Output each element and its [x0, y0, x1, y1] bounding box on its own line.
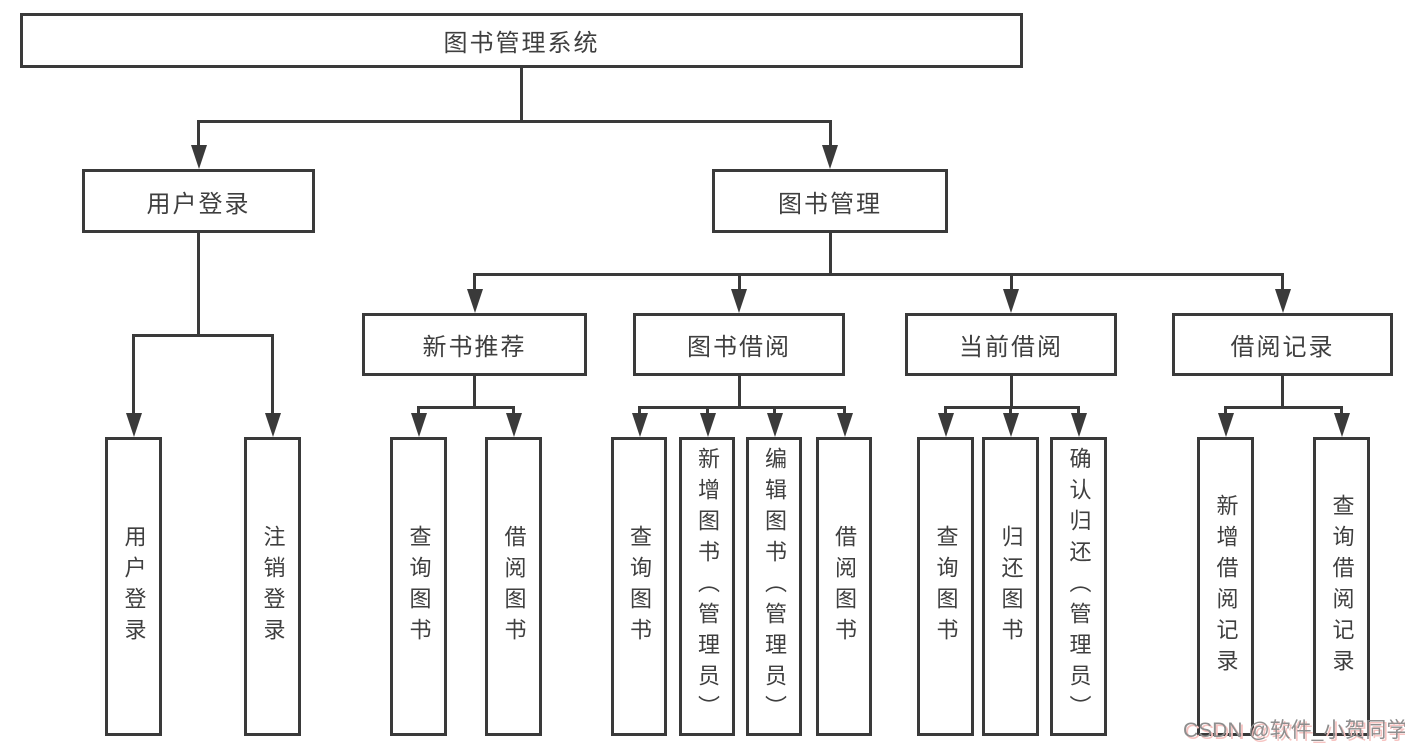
connector-line: [417, 406, 420, 415]
arrow-down-icon: [766, 413, 783, 437]
node-borrowing-records-label: 借阅记录: [1230, 334, 1335, 361]
node-book-borrowing-label: 图书借阅: [687, 334, 791, 361]
connector-line: [1224, 406, 1343, 409]
connector-line: [737, 376, 741, 406]
arrow-down-icon: [1003, 289, 1019, 313]
arrow-down-icon: [937, 413, 954, 437]
connector-line: [1077, 406, 1080, 415]
connector-line: [473, 273, 476, 291]
connector-line: [512, 406, 515, 415]
arrow-down-icon: [1274, 289, 1291, 313]
leaf-borrow-books-borrowing: 借阅图书: [816, 437, 872, 736]
connector-line: [944, 406, 1080, 409]
node-user-login: 用户登录: [82, 169, 315, 233]
leaf-user-login: 用户登录: [105, 437, 162, 736]
connector-line: [638, 406, 846, 409]
connector-line: [1224, 406, 1227, 415]
node-new-book-recommend-label: 新书推荐: [422, 334, 527, 361]
arrow-down-icon: [505, 413, 522, 437]
node-library-system: 图书管理系统: [20, 13, 1023, 68]
connector-line: [197, 233, 200, 334]
arrow-down-icon: [190, 145, 207, 169]
arrow-down-icon: [1333, 413, 1350, 437]
arrow-down-icon: [731, 289, 747, 313]
connector-line: [737, 273, 741, 291]
connector-line: [473, 273, 1284, 276]
connector-line: [520, 68, 523, 120]
leaf-query-borrow-record: 查询借阅记录: [1313, 437, 1370, 736]
connector-line: [197, 120, 200, 147]
arrow-down-icon: [699, 413, 716, 437]
connector-line: [828, 120, 832, 147]
node-book-management: 图书管理: [712, 169, 948, 233]
connector-line: [132, 334, 135, 415]
connector-line: [1009, 376, 1013, 406]
connector-line: [1281, 273, 1284, 291]
leaf-query-books-recommend: 查询图书: [390, 437, 447, 736]
leaf-confirm-return-admin: 确认归还（管理员）: [1050, 437, 1107, 736]
connector-line: [417, 406, 515, 409]
node-book-borrowing: 图书借阅: [633, 313, 845, 376]
arrow-down-icon: [125, 413, 142, 437]
arrow-down-icon: [822, 145, 838, 169]
connector-line: [197, 120, 831, 123]
arrow-down-icon: [1002, 413, 1019, 437]
connector-line: [1009, 273, 1013, 291]
leaf-query-books-borrowing: 查询图书: [611, 437, 667, 736]
connector-line: [706, 406, 709, 415]
arrow-down-icon: [410, 413, 427, 437]
leaf-borrow-books-recommend: 借阅图书: [485, 437, 542, 736]
connector-line: [132, 334, 274, 337]
connector-line: [638, 406, 641, 415]
node-current-borrowing: 当前借阅: [905, 313, 1117, 376]
node-user-login-label: 用户登录: [146, 190, 251, 218]
node-borrowing-records: 借阅记录: [1172, 313, 1393, 376]
connector-line: [1009, 406, 1012, 415]
connector-line: [1340, 406, 1343, 415]
leaf-edit-books-admin: 编辑图书（管理员）: [746, 437, 802, 736]
arrow-down-icon: [466, 289, 483, 313]
node-new-book-recommend: 新书推荐: [362, 313, 587, 376]
leaf-add-books-admin: 新增图书（管理员）: [679, 437, 735, 736]
arrow-down-icon: [1070, 413, 1087, 437]
arrow-down-icon: [631, 413, 648, 437]
connector-line: [843, 406, 846, 415]
node-current-borrowing-label: 当前借阅: [959, 334, 1063, 361]
connector-line: [773, 406, 776, 415]
leaf-add-borrow-record: 新增借阅记录: [1197, 437, 1254, 736]
connector-line: [944, 406, 947, 415]
leaf-return-books: 归还图书: [982, 437, 1039, 736]
leaf-query-books-current: 查询图书: [917, 437, 974, 736]
arrow-down-icon: [836, 413, 853, 437]
connector-line: [828, 233, 832, 273]
arrow-down-icon: [1217, 413, 1234, 437]
leaf-logout: 注销登录: [244, 437, 301, 736]
arrow-down-icon: [264, 413, 281, 437]
connector-line: [473, 376, 476, 406]
csdn-watermark: CSDN @软件_小贺同学: [1183, 719, 1405, 742]
node-library-system-label: 图书管理系统: [443, 30, 600, 57]
connector-line: [1281, 376, 1284, 406]
node-book-management-label: 图书管理: [778, 190, 882, 218]
connector-line: [271, 334, 274, 415]
